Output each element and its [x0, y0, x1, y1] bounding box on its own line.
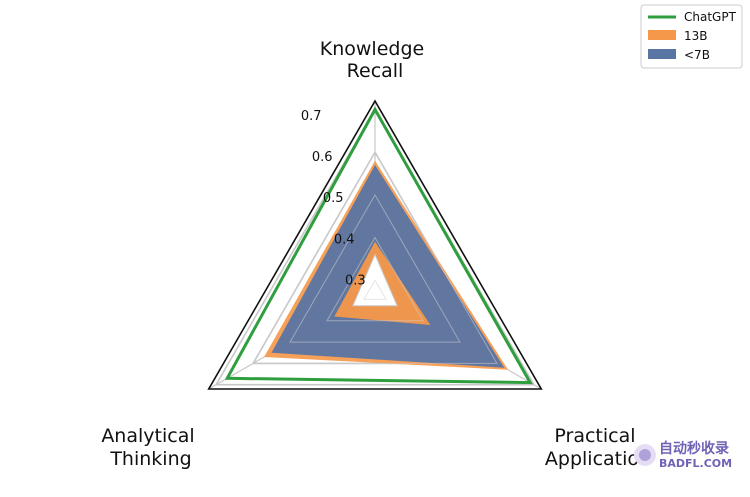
legend-label-7b: <7B: [684, 48, 710, 62]
legend-label-chatgpt: ChatGPT: [684, 10, 737, 24]
watermark-logo-core: [639, 449, 651, 461]
radial-ticks: 0.3 0.4 0.5 0.6 0.7: [301, 109, 366, 289]
legend-swatch-13b: [648, 30, 676, 40]
axis-label-analytical-thinking: Analytical Thinking: [101, 425, 200, 470]
radial-tick-label: 0.4: [334, 232, 355, 247]
legend: ChatGPT 13B <7B: [640, 4, 743, 69]
axis-label-knowledge-recall: Knowledge Recall: [320, 38, 431, 82]
legend-label-13b: 13B: [684, 29, 708, 43]
radar-grid-overlay-1: [326, 236, 424, 322]
legend-swatch-7b: [648, 49, 676, 59]
radial-tick-label: 0.3: [345, 274, 366, 289]
watermark: 自动秒收录 BADFL.COM: [634, 440, 732, 470]
radar-frame: [207, 99, 543, 390]
axis-label-practical-application: Practical Application: [545, 425, 651, 470]
series-chatgpt-line: [224, 106, 533, 385]
radar-grid-overlay-3: [252, 151, 498, 364]
radial-tick-label: 0.6: [312, 150, 333, 165]
radial-tick-label: 0.5: [323, 191, 344, 206]
radar-series: [215, 106, 535, 386]
watermark-cn: 自动秒收录: [659, 440, 729, 457]
watermark-en: BADFL.COM: [659, 457, 732, 470]
radar-grid-overlay-2: [289, 193, 461, 343]
radar-outer-frame: [207, 99, 543, 390]
radar-grid-overlay-0: [363, 279, 387, 300]
radial-tick-label: 0.7: [301, 109, 322, 124]
